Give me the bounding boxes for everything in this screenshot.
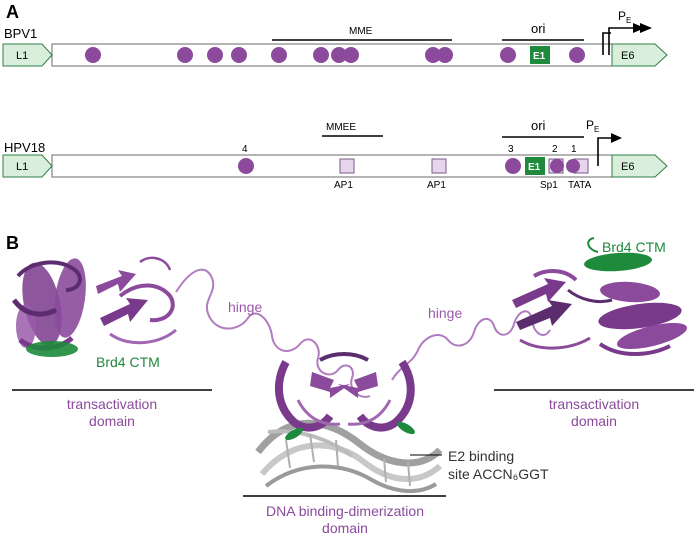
- dna-binding-dimerization-structure: [255, 352, 443, 494]
- hpv18-e6-label: E6: [621, 161, 634, 173]
- hpv18-site-number: 1: [571, 144, 577, 155]
- panel-b-label: B: [6, 233, 19, 253]
- left-domain-label-line2: domain: [89, 413, 135, 429]
- hpv18-e6-arrow: [611, 154, 668, 178]
- bpv1-site: [231, 47, 247, 63]
- bpv1-ori-label: ori: [531, 21, 546, 36]
- bpv1-site: [85, 47, 101, 63]
- hpv18-site-number: 4: [242, 144, 248, 155]
- hpv18-promoter-arrow: [597, 133, 622, 166]
- bpv1-l1-arrow: [2, 43, 53, 67]
- hpv18-mmee-label: MMEE: [326, 122, 356, 133]
- bpv1-site: [313, 47, 329, 63]
- bpv1-binding-sites: [85, 47, 585, 63]
- hpv18-site: [505, 158, 521, 174]
- hpv18-site: [238, 158, 254, 174]
- hinge-linker-left: [175, 268, 371, 398]
- bpv1-mme-label: MME: [349, 26, 373, 37]
- bpv1-site: [425, 47, 441, 63]
- hpv18-e1-label: E1: [528, 162, 541, 173]
- right-transactivation-domain-structure: [512, 237, 688, 356]
- hpv18-ap1-box: [431, 158, 447, 174]
- dbd-label-line1: DNA binding-dimerization: [266, 503, 424, 519]
- bpv1-site: [207, 47, 223, 63]
- hinge-label-right: hinge: [428, 305, 462, 321]
- bpv1-site: [177, 47, 193, 63]
- left-domain-label-line1: transactivation: [67, 396, 157, 412]
- hpv18-promoter-label: PE: [586, 118, 599, 134]
- hpv18-site-number: 3: [508, 144, 514, 155]
- bpv1-e1-box: [530, 46, 550, 64]
- hpv18-name: HPV18: [4, 140, 45, 155]
- panel-a-label: A: [6, 2, 19, 22]
- bpv1-e6-label: E6: [621, 50, 634, 62]
- hpv18-box-label: TATA: [568, 180, 592, 191]
- bpv1-e1-label: E1: [533, 51, 546, 62]
- hpv18-box-label: Sp1: [540, 180, 558, 191]
- hpv18-box-label: AP1: [334, 180, 353, 191]
- hinge-label-left: hinge: [228, 299, 262, 315]
- bpv1-site: [331, 47, 347, 63]
- hpv18-site-number: 2: [552, 144, 558, 155]
- right-domain-label-line2: domain: [571, 413, 617, 429]
- binding-site-label-line2: site ACCN₆GGT: [448, 466, 549, 482]
- bpv1-promoter-arrow: [602, 23, 652, 55]
- bpv1-promoter-label: PE: [618, 9, 631, 25]
- hpv18-box-label: AP1: [427, 180, 446, 191]
- hpv18-map: HPV18 L1 E6 MMEE ori 4 3 2 1 E1 AP1 AP1 …: [2, 118, 668, 191]
- right-domain-label-line1: transactivation: [549, 396, 639, 412]
- hpv18-site: [566, 159, 580, 173]
- bpv1-site: [500, 47, 516, 63]
- left-transactivation-domain-structure: [11, 256, 177, 357]
- hpv18-ori-label: ori: [531, 118, 546, 133]
- bpv1-site: [569, 47, 585, 63]
- bpv1-name: BPV1: [4, 26, 37, 41]
- hpv18-l1-arrow: [2, 154, 53, 178]
- bpv1-map: BPV1 L1 E6 MME ori E1: [2, 9, 668, 67]
- hpv18-ap1-box: [339, 158, 355, 174]
- bpv1-e6-arrow: [611, 43, 668, 67]
- bpv1-site: [343, 47, 359, 63]
- hpv18-e1-box: [525, 157, 545, 175]
- hpv18-site: [550, 159, 564, 173]
- dbd-label-line2: domain: [322, 520, 368, 536]
- brd4-ctm-label-left: Brd4 CTM: [96, 354, 160, 370]
- hpv18-binding-sites: [238, 158, 580, 174]
- binding-site-label-line1: E2 binding: [448, 448, 514, 464]
- hpv18-l1-label: L1: [16, 161, 28, 173]
- bpv1-site: [437, 47, 453, 63]
- brd4-ctm-label-right: Brd4 CTM: [602, 239, 666, 255]
- bpv1-site: [271, 47, 287, 63]
- bpv1-l1-label: L1: [16, 50, 28, 62]
